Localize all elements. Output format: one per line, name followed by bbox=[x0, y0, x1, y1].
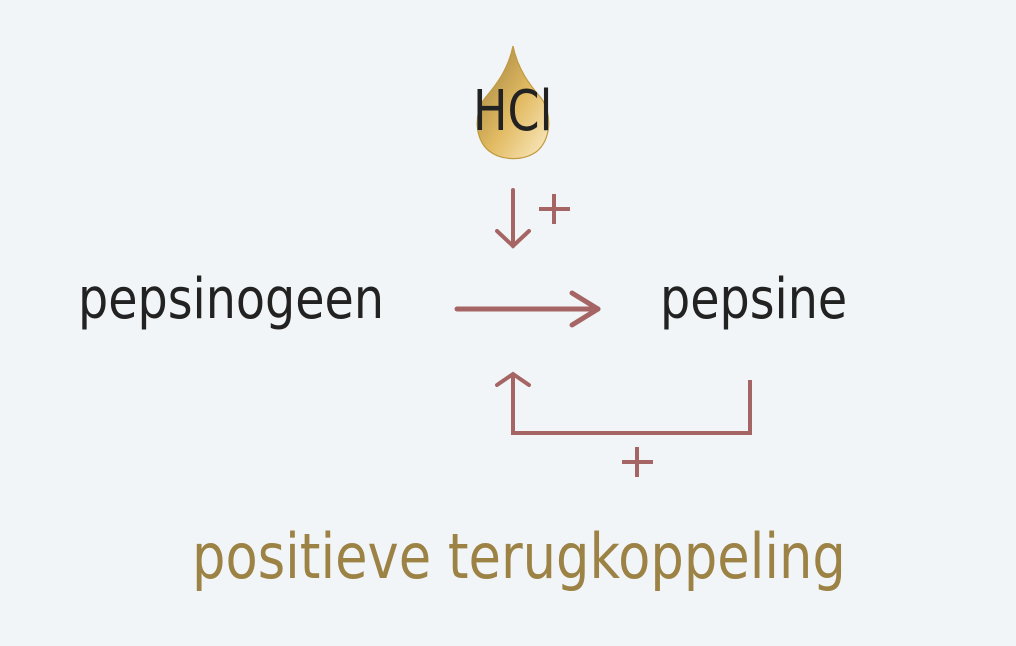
droplet-icon bbox=[476, 45, 550, 160]
hcl-label: HCl bbox=[473, 84, 570, 140]
pepsinogeen-label: pepsinogeen bbox=[78, 272, 438, 328]
diagram-title-text: positieve terugkoppeling bbox=[192, 520, 846, 593]
pepsinogeen-text: pepsinogeen bbox=[78, 267, 384, 332]
pepsine-label: pepsine bbox=[660, 272, 880, 328]
hcl-activation-arrow bbox=[495, 188, 531, 249]
conversion-arrow bbox=[454, 290, 601, 328]
hcl-plus-sign bbox=[539, 194, 570, 224]
diagram-title: positieve terugkoppeling bbox=[192, 526, 961, 588]
feedback-plus-sign bbox=[622, 447, 653, 477]
pepsine-text: pepsine bbox=[660, 267, 848, 332]
feedback-loop-arrow bbox=[495, 371, 752, 435]
hcl-text: HCl bbox=[473, 79, 553, 144]
